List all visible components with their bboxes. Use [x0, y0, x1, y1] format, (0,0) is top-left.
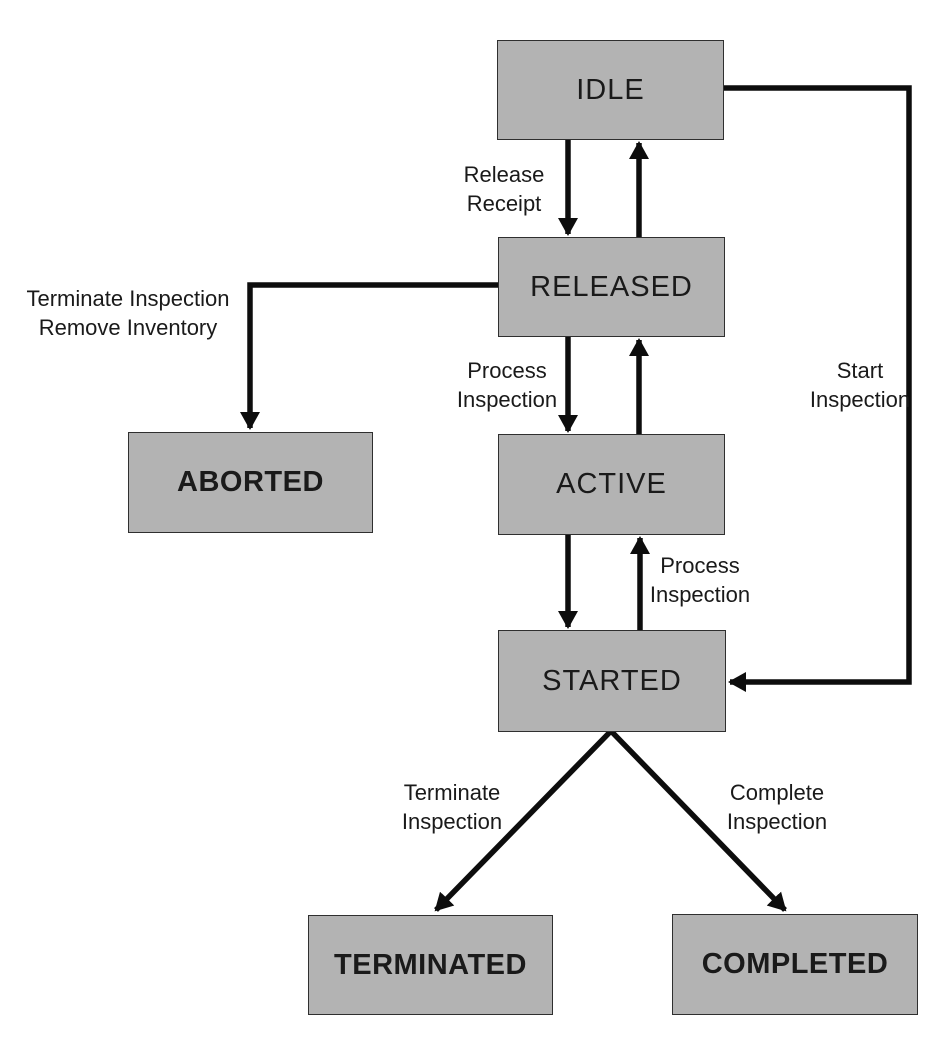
node-idle: IDLE: [497, 40, 724, 140]
node-active-label: ACTIVE: [556, 468, 667, 500]
edge-label-complete-inspection: Complete Inspection: [726, 780, 828, 834]
edge-label-terminate-inspection: Terminate Inspection: [401, 780, 503, 834]
edge-label-terminate-inspection-remove-inventory: Terminate Inspection Remove Inventory: [26, 286, 230, 340]
node-terminated-label: TERMINATED: [334, 948, 527, 981]
node-active: ACTIVE: [498, 434, 725, 535]
node-released: RELEASED: [498, 237, 725, 337]
node-started-label: STARTED: [542, 664, 682, 697]
arrow-started-to-terminated: [434, 729, 613, 912]
node-terminated: TERMINATED: [308, 915, 553, 1015]
node-aborted-label: ABORTED: [177, 466, 324, 498]
node-started: STARTED: [498, 630, 726, 732]
arrow-idle-to-started: [724, 85, 912, 692]
node-released-label: RELEASED: [530, 270, 693, 303]
edge-label-start-inspection: Start Inspection: [809, 358, 911, 412]
edge-label-release-receipt: Release Receipt: [463, 162, 545, 216]
node-aborted: ABORTED: [128, 432, 373, 533]
node-completed: COMPLETED: [672, 914, 918, 1015]
edge-label-process-inspection-started-active: Process Inspection: [649, 553, 751, 607]
node-idle-label: IDLE: [576, 73, 645, 106]
arrow-started-to-completed: [609, 729, 787, 912]
node-completed-label: COMPLETED: [701, 948, 889, 980]
edge-label-process-inspection-released-active: Process Inspection: [456, 358, 558, 412]
arrow-released-to-aborted: [240, 282, 498, 430]
